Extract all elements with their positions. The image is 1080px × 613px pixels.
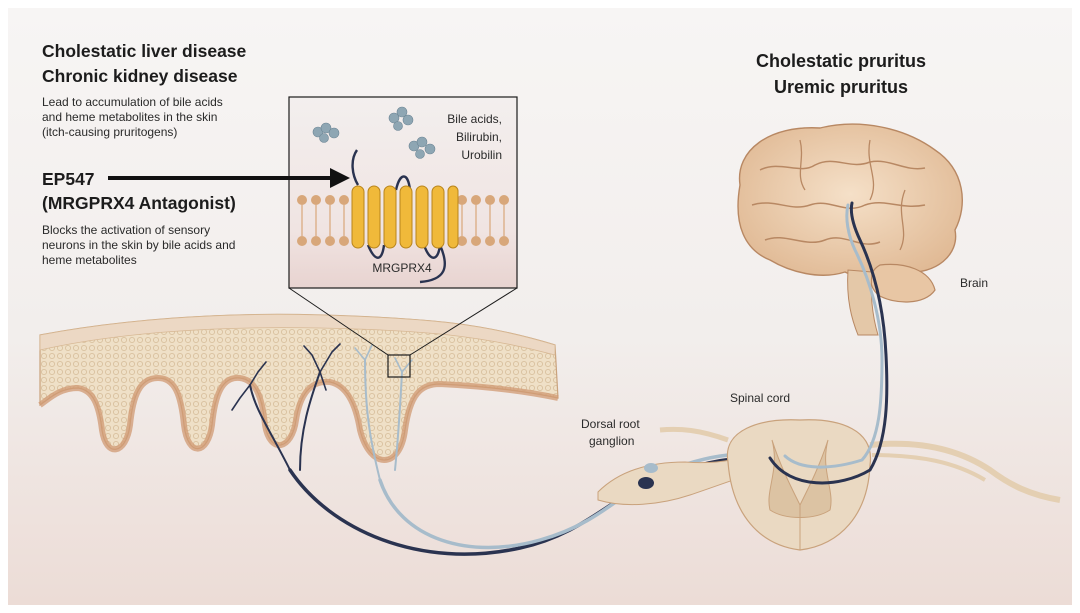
- lipid-bilayer: [297, 195, 509, 246]
- receptor-label: MRGPRX4: [372, 261, 432, 275]
- bile-acid-molecules: [312, 106, 436, 159]
- ligand-label-1: Bile acids,: [447, 112, 502, 126]
- drg-label-1: Dorsal root: [581, 417, 640, 431]
- pruritus-title-2: Uremic pruritus: [774, 77, 908, 97]
- receptor-chain: [351, 149, 446, 284]
- skin-nerve-endings: [231, 343, 413, 481]
- disease-desc-2: and heme metabolites in the skin: [42, 110, 217, 124]
- drug-desc-1: Blocks the activation of sensory: [42, 223, 210, 237]
- antagonist-arrow: [108, 168, 350, 188]
- brain-illustration: [737, 123, 963, 336]
- pruritus-title-1: Cholestatic pruritus: [756, 51, 926, 71]
- disease-title-1: Cholestatic liver disease: [42, 41, 247, 61]
- zoom-guide-right: [409, 287, 518, 356]
- zoom-guide-left: [288, 287, 389, 356]
- receptor-inset: [288, 96, 518, 289]
- drug-name: EP547: [42, 169, 95, 189]
- disease-desc-3: (itch-causing pruritogens): [42, 125, 177, 139]
- spinal-cord-label: Spinal cord: [730, 391, 790, 405]
- spinal-cord-section: [659, 419, 1061, 551]
- disease-title-2: Chronic kidney disease: [42, 66, 238, 86]
- ligand-label-2: Bilirubin,: [456, 130, 502, 144]
- drug-desc-3: heme metabolites: [42, 253, 137, 267]
- background-panel: [8, 8, 1072, 605]
- ascending-spinal-pathway: [768, 201, 889, 485]
- zoom-region-marker: [387, 354, 411, 378]
- drug-desc-2: neurons in the skin by bile acids and: [42, 238, 235, 252]
- drg-label-2: ganglion: [589, 434, 634, 448]
- ligand-label-3: Urobilin: [461, 148, 502, 162]
- mrgprx4-receptor: [351, 185, 459, 249]
- brain-label: Brain: [960, 276, 988, 290]
- disease-desc-1: Lead to accumulation of bile acids: [42, 95, 223, 109]
- drug-class: (MRGPRX4 Antagonist): [42, 193, 236, 213]
- skin-cross-section: [38, 313, 559, 463]
